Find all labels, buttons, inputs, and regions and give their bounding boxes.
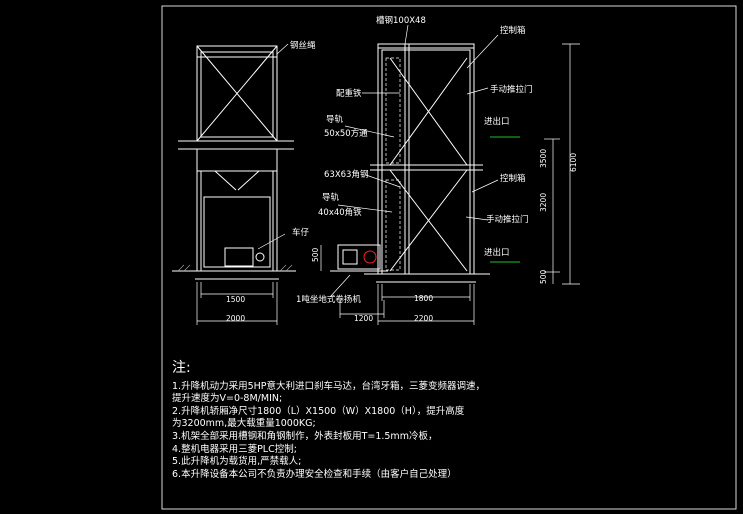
- note-line: 3.机架全部采用槽钢和角钢制作，外表封板用T=1.5mm冷板，: [172, 430, 438, 442]
- ground-hatch-left: [177, 264, 293, 272]
- label-angle-steel: 63X63角钢: [324, 169, 368, 180]
- label-guide-rail-2: 导轨: [322, 192, 340, 203]
- side-dimensions: [377, 43, 580, 325]
- note-line: 5.此升降机为载货用,严禁载人;: [172, 456, 302, 468]
- label-guide-rail-2-spec: 40x40角铁: [318, 207, 362, 218]
- dim-500-right: 500: [539, 269, 548, 284]
- note-line: 2.升降机轿厢净尺寸1800（L）X1500（W）X1800（H），提升高度: [172, 405, 465, 417]
- label-channel-steel: 槽钢100X48: [376, 15, 426, 26]
- label-counterweight: 配重铁: [336, 88, 362, 99]
- note-line: 6.本升降设备本公司不负责办理安全检查和手续（由客户自己处理）: [172, 468, 457, 480]
- label-guide-rail-1-spec: 50x50方通: [324, 128, 368, 139]
- side-view: [364, 43, 490, 283]
- leader-lines: [257, 24, 499, 298]
- dim-3500: 3500: [539, 149, 548, 168]
- dim-2000: 2000: [226, 314, 245, 323]
- dim-1500: 1500: [226, 295, 245, 304]
- drawing-border: [161, 5, 737, 510]
- dim-6100: 6100: [569, 153, 578, 172]
- label-hoist: 1吨坐地式卷扬机: [296, 294, 361, 305]
- dim-1200: 1200: [354, 314, 373, 323]
- notes-title: 注:: [172, 360, 191, 376]
- note-line: 4.整机电器采用三菱PLC控制;: [172, 443, 297, 455]
- note-line: 1.升降机动力采用5HP意大利进口刹车马达，台湾牙箱，三菱变频器调速，: [172, 380, 485, 392]
- dim-1800: 1800: [414, 294, 433, 303]
- notes-block: 注: 1.升降机动力采用5HP意大利进口刹车马达，台湾牙箱，三菱变频器调速， 提…: [172, 360, 485, 481]
- dim-500-left: 500: [311, 247, 320, 262]
- entry-markers: [490, 136, 520, 263]
- label-entry-exit-bottom: 进出口: [484, 247, 510, 258]
- side-doors: [385, 57, 401, 271]
- dim-3200: 3200: [539, 193, 548, 212]
- front-view: [172, 45, 388, 280]
- label-entry-exit-top: 进出口: [484, 116, 510, 127]
- label-manual-door-bottom: 手动推拉门: [486, 214, 529, 225]
- label-manual-door-top: 手动推拉门: [490, 84, 533, 95]
- label-steel-rope: 钢丝绳: [290, 40, 316, 51]
- front-dimensions: [196, 245, 385, 325]
- label-car: 车仔: [292, 227, 310, 238]
- label-control-box-bottom: 控制箱: [500, 173, 526, 184]
- label-control-box-top: 控制箱: [500, 25, 526, 36]
- dim-2200: 2200: [414, 314, 433, 323]
- note-line: 为3200mm,最大载重量1000KG;: [172, 418, 316, 430]
- note-line: 提升速度为V=0-8M/MIN;: [172, 393, 283, 405]
- label-guide-rail-1: 导轨: [326, 114, 344, 125]
